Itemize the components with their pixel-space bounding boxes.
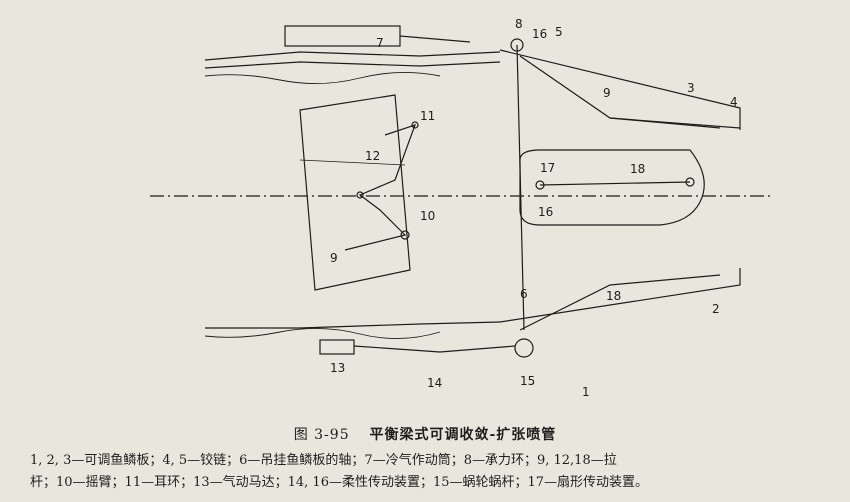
callout-15: 15 [520,374,535,388]
air-motor [319,339,355,355]
callout-18b: 18 [606,289,621,303]
figure-caption: 图 3-95 平衡梁式可调收敛-扩张喷管 [0,424,850,444]
callout-8: 8 [515,17,523,31]
callout-6: 6 [520,287,528,301]
callout-14: 14 [427,376,442,390]
figure-number: 图 3-95 [293,427,350,443]
callout-16a: 16 [532,27,547,41]
legend-line-1: 1, 2, 3—可调鱼鳞板；4, 5—铰链；6—吊挂鱼鳞板的轴；7—冷气作动筒；… [30,453,617,468]
callout-11: 11 [420,109,435,123]
worm-gear [514,338,534,358]
callout-13: 13 [330,361,345,375]
parts-legend: 1, 2, 3—可调鱼鳞板；4, 5—铰链；6—吊挂鱼鳞板的轴；7—冷气作动筒；… [30,450,830,494]
central-fairing [519,149,705,226]
figure-title: 平衡梁式可调收敛-扩张喷管 [369,427,557,443]
callout-4: 4 [730,95,738,109]
callout-3: 3 [687,81,695,95]
callout-9: 9 [603,86,611,100]
lower-casing [205,321,501,329]
callout-17: 17 [540,161,555,175]
callout-18a: 18 [630,162,645,176]
legend-line-2: 杆；10—摇臂；11—耳环；13—气动马达；14, 16—柔性传动装置；15—蜗… [30,475,649,490]
callout-10: 10 [420,209,435,223]
nozzle-diagram: 1 2 3 4 5 6 7 8 9 10 11 12 13 14 15 16 1… [150,17,770,399]
upper-flap [499,49,741,130]
upper-casing [204,51,501,61]
callout-7: 7 [376,36,384,50]
callout-12: 12 [365,149,380,163]
callout-2: 2 [712,302,720,316]
callout-9b: 9 [330,251,338,265]
callout-5: 5 [555,25,563,39]
callout-16b: 16 [538,205,553,219]
detail-view [299,94,411,291]
callout-1: 1 [582,385,590,399]
